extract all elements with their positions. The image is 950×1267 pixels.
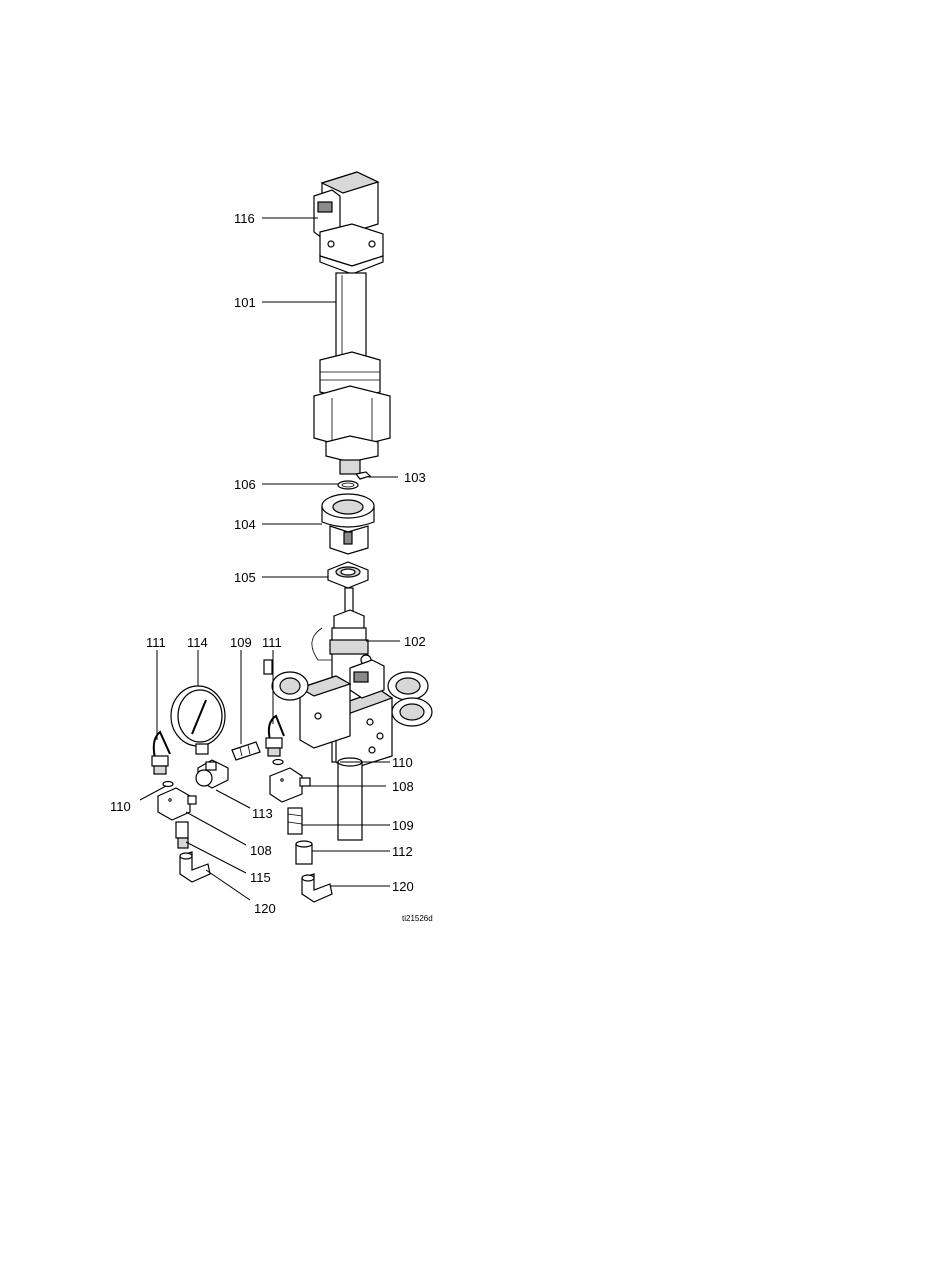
- part-116-actuator: [314, 172, 383, 274]
- part-110-o-ring-left: [163, 782, 173, 787]
- callout-111-middle: 111: [262, 635, 282, 650]
- part-120-elbow-right: [302, 874, 332, 902]
- part-109-nipple-right: [288, 808, 302, 834]
- part-108-block-left: [158, 788, 196, 820]
- part-111-drain-valve-middle: [266, 716, 284, 756]
- part-104-adapter: [322, 494, 374, 554]
- callout-104: 104: [234, 517, 256, 532]
- part-103-pin: [356, 472, 370, 479]
- callout-110-right: 110: [392, 755, 413, 770]
- callout-108-right: 108: [392, 779, 414, 794]
- callout-114: 114: [187, 635, 208, 650]
- part-102-pump-body: [272, 588, 432, 840]
- callout-109-left: 109: [230, 635, 252, 650]
- callout-103: 103: [404, 470, 426, 485]
- leader-113: [216, 790, 250, 808]
- callout-113: 113: [252, 806, 273, 821]
- part-111-drain-valve-left: [152, 732, 170, 774]
- callout-116: 116: [234, 211, 255, 226]
- part-110-o-ring-middle: [273, 760, 283, 765]
- part-106-o-ring: [338, 481, 358, 489]
- part-113-tee: [196, 760, 228, 788]
- leader-108-left: [186, 812, 246, 845]
- callout-labels: 116 101 103 106 104 105 102 111 114 109 …: [110, 211, 426, 916]
- part-120-elbow-left: [180, 852, 210, 882]
- callout-120-right: 120: [392, 879, 414, 894]
- part-101-cylinder: [314, 273, 390, 474]
- part-109-nipple-left: [232, 742, 260, 760]
- figure-id: ti21526d: [402, 914, 433, 923]
- callout-115: 115: [250, 870, 271, 885]
- callout-110-left: 110: [110, 799, 131, 814]
- part-112-coupling: [296, 841, 312, 864]
- part-114-pressure-gauge: [171, 686, 225, 754]
- callout-112: 112: [392, 844, 413, 859]
- callout-101: 101: [234, 295, 256, 310]
- callout-102: 102: [404, 634, 426, 649]
- callout-111-left: 111: [146, 635, 166, 650]
- callout-105: 105: [234, 570, 256, 585]
- part-115-fitting: [176, 822, 188, 848]
- leader-120-left: [206, 870, 250, 900]
- callout-106: 106: [234, 477, 256, 492]
- part-105-nut: [328, 562, 368, 588]
- part-111-small-valve-top: [264, 660, 272, 674]
- part-108-block-right: [270, 768, 310, 802]
- callout-120-left: 120: [254, 901, 276, 916]
- callout-108-left: 108: [250, 843, 272, 858]
- callout-109-right: 109: [392, 818, 414, 833]
